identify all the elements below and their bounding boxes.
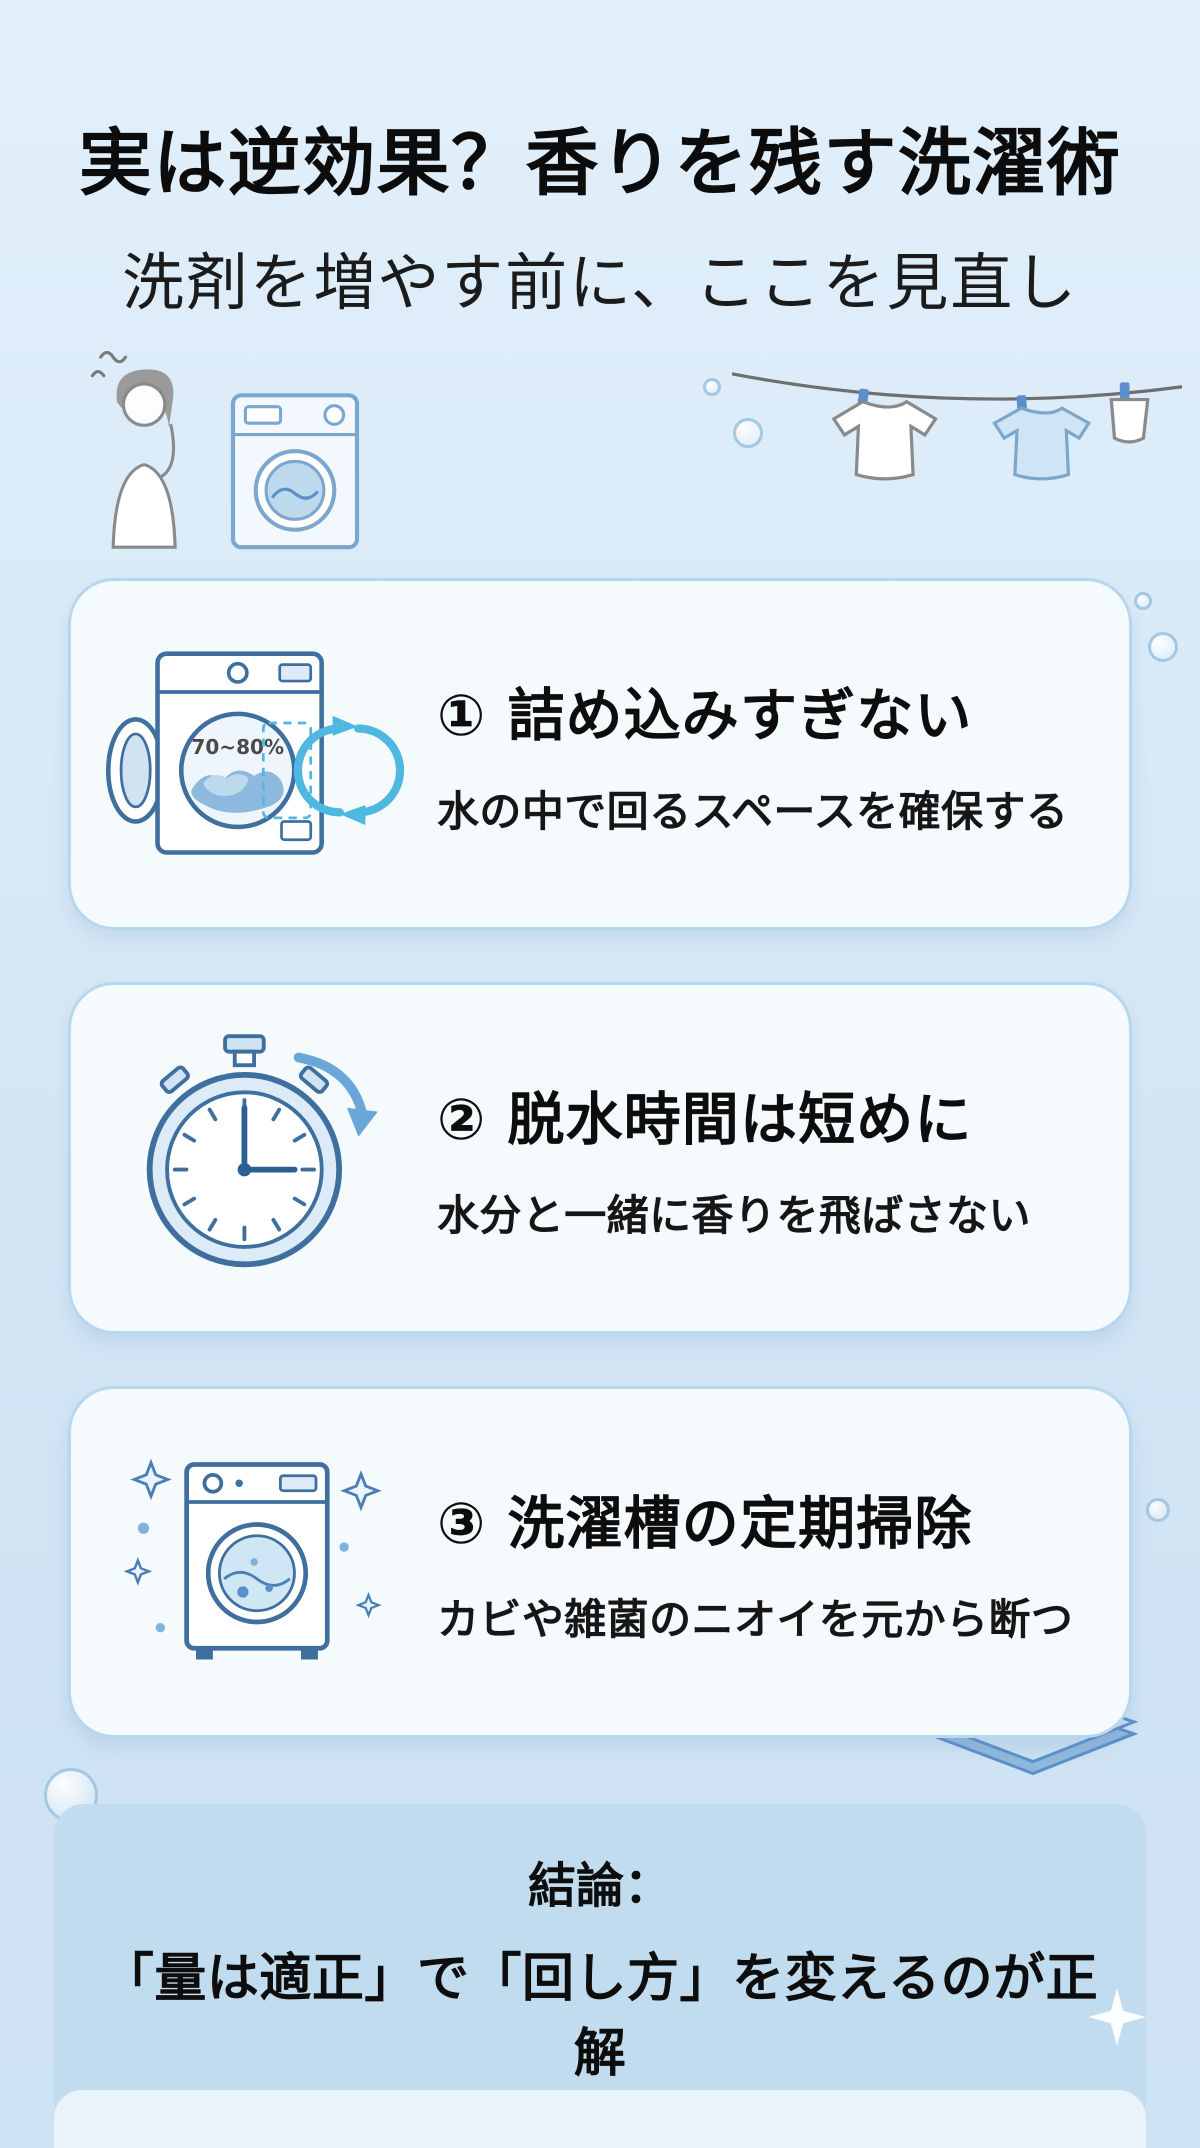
tip-2-description: 水分と一緒に香りを飛ばさない: [437, 1190, 1031, 1240]
bubble-decoration: [1146, 1498, 1170, 1522]
thinking-woman-washer-icon: [90, 350, 360, 550]
tip-card-1: 70~80% ① 詰め込みすぎない 水の中で回るスペースを確保する: [68, 578, 1132, 930]
tip-card-3-icon-wrap: [101, 1426, 411, 1698]
header: 実は逆効果？香りを残す洗濯術 洗剤を増やす前に、ここを見直し: [0, 0, 1200, 322]
tip-2-heading: ② 脱水時間は短めに: [437, 1086, 973, 1153]
tip-card-3-text: ③ 洗濯槽の定期掃除 カビや雑菌のニオイを元から断つ: [437, 1478, 1073, 1647]
bubble-decoration: [733, 418, 763, 448]
tip-3-description: カビや雑菌のニオイを元から断つ: [437, 1594, 1074, 1644]
tip-card-2-text: ② 脱水時間は短めに 水分と一緒に香りを飛ばさない: [437, 1074, 1031, 1243]
tip-card-2-icon-wrap: [101, 1020, 411, 1296]
tip-1-description: 水の中で回るスペースを確保する: [437, 786, 1069, 836]
sparkling-washer-icon: [123, 1458, 382, 1660]
hero-illustrations: [0, 328, 1200, 578]
tip-1-heading: ① 詰め込みすぎない: [437, 682, 973, 749]
bubble-decoration: [1148, 632, 1178, 662]
page-title: 実は逆効果？香りを残す洗濯術: [78, 121, 1122, 206]
conclusion-label: 結論：: [527, 1858, 672, 1914]
bubble-decoration: [703, 378, 721, 396]
overloaded-washer-icon: 70~80%: [106, 651, 405, 855]
tip-card-1-text: ① 詰め込みすぎない 水の中で回るスペースを確保する: [437, 670, 1068, 839]
page-subtitle: 洗剤を増やす前に、ここを見直し: [121, 246, 1079, 319]
drum-capacity-label: 70~80%: [191, 735, 284, 759]
tip-card-2: ② 脱水時間は短めに 水分と一緒に香りを飛ばさない: [68, 982, 1132, 1334]
bubble-decoration: [1134, 592, 1152, 610]
bottom-section-edge: [54, 2090, 1146, 2148]
conclusion-text: 「量は適正」で「回し方」を変えるのが正解: [101, 1949, 1099, 2084]
tip-card-1-icon-wrap: 70~80%: [101, 612, 411, 896]
stopwatch-icon: [146, 1034, 378, 1268]
conclusion-banner: 結論： 「量は適正」で「回し方」を変えるのが正解: [54, 1804, 1146, 2130]
tips-list: 70~80% ① 詰め込みすぎない 水の中で回るスペースを確保する: [0, 578, 1200, 1738]
tip-card-3: ③ 洗濯槽の定期掃除 カビや雑菌のニオイを元から断つ: [68, 1386, 1132, 1738]
sparkle-icon: [1088, 1988, 1146, 2046]
clothesline-icon: [732, 372, 1182, 481]
tip-3-heading: ③ 洗濯槽の定期掃除: [437, 1490, 973, 1557]
